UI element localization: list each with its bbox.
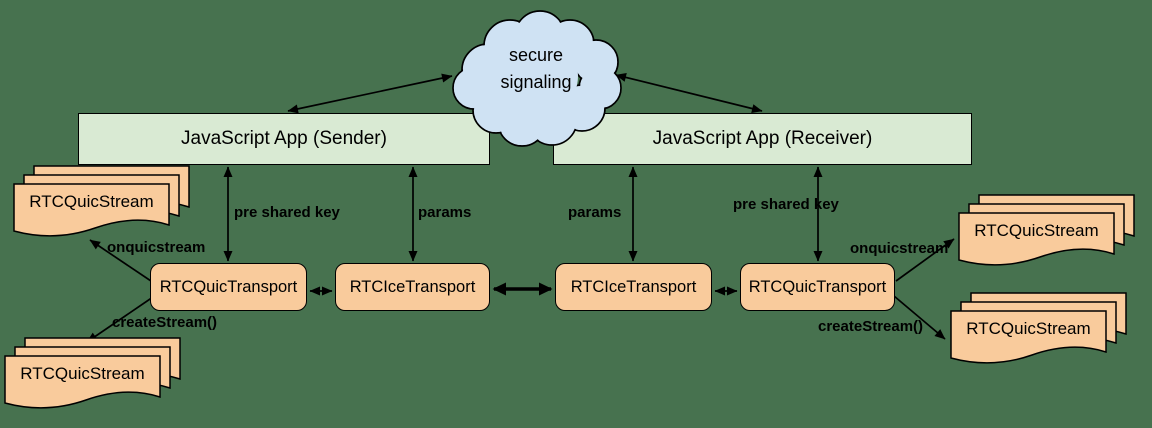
arrow-receiver-createstream <box>893 295 946 340</box>
sender-incoming-stream-stack: RTCQuicStream <box>13 165 191 239</box>
receiver-ice-transport-box: RTCIceTransport <box>555 263 712 311</box>
sender-quic-transport-label: RTCQuicTransport <box>159 277 298 296</box>
sender-onquicstream-label: onquicstream <box>107 239 206 256</box>
sender-incoming-stream-label: RTCQuicStream <box>29 192 154 211</box>
receiver-quic-transport-box: RTCQuicTransport <box>740 263 895 311</box>
sender-params-label: params <box>418 204 472 221</box>
cloud-icon <box>452 10 622 147</box>
sender-createstream-label: createStream() <box>112 314 218 331</box>
receiver-params-label: params <box>568 204 622 221</box>
arrow-sender-cloud <box>287 73 453 114</box>
arrow-sender-onquicstream <box>89 239 152 282</box>
document-stack-icon <box>958 194 1135 266</box>
arrow-receiver-onquicstream <box>895 238 955 282</box>
javascript-app-receiver-label: JavaScript App (Receiver) <box>652 128 873 149</box>
document-stack-icon <box>4 337 181 409</box>
receiver-created-stream-label: RTCQuicStream <box>966 319 1091 338</box>
sender-pre-shared-key-label: pre shared key <box>234 204 340 221</box>
javascript-app-sender-box: JavaScript App (Sender) <box>78 113 490 165</box>
receiver-incoming-stream-label: RTCQuicStream <box>974 221 1099 240</box>
cloud-label-line2: signaling <box>500 72 572 92</box>
cloud-label-line1: secure <box>508 45 564 65</box>
secure-signaling-label: secure signaling <box>448 42 624 96</box>
receiver-onquicstream-label: onquicstream <box>850 240 949 257</box>
receiver-created-stream-stack: RTCQuicStream <box>950 292 1128 366</box>
sender-ice-transport-box: RTCIceTransport <box>335 263 490 311</box>
receiver-pre-shared-key-label: pre shared key <box>733 196 839 213</box>
arrow-sender-createstream <box>86 296 154 343</box>
sender-quic-transport-box: RTCQuicTransport <box>150 263 307 311</box>
receiver-quic-transport-label: RTCQuicTransport <box>748 277 887 296</box>
receiver-createstream-label: createStream() <box>818 318 924 335</box>
sender-created-stream-stack: RTCQuicStream <box>4 337 182 411</box>
receiver-ice-transport-label: RTCIceTransport <box>570 277 697 296</box>
arrow-receiver-cloud <box>615 73 763 113</box>
document-stack-icon <box>13 165 190 237</box>
javascript-app-receiver-box: JavaScript App (Receiver) <box>553 113 972 165</box>
sender-created-stream-label: RTCQuicStream <box>20 364 145 383</box>
sender-ice-transport-label: RTCIceTransport <box>349 277 476 296</box>
secure-signaling-cloud: secure signaling <box>448 8 624 156</box>
javascript-app-sender-label: JavaScript App (Sender) <box>181 128 387 149</box>
receiver-incoming-stream-stack: RTCQuicStream <box>958 194 1136 268</box>
document-stack-icon <box>950 292 1127 364</box>
